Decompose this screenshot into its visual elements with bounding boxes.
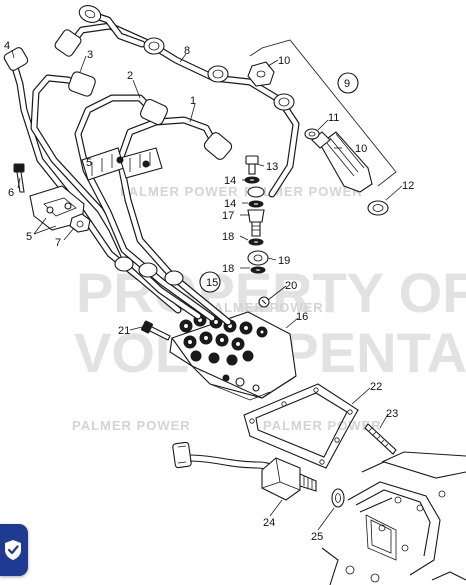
callout-7: 7 <box>55 237 61 249</box>
pipe-union-nuts <box>3 5 295 286</box>
sensor-with-cable <box>172 441 317 501</box>
callout-1: 1 <box>190 95 196 107</box>
plug <box>258 296 270 308</box>
sealing-washer <box>331 488 345 508</box>
callout-2: 2 <box>127 70 133 82</box>
gasket <box>243 383 359 469</box>
callout-23: 23 <box>386 408 398 420</box>
callout-9: 9 <box>344 78 350 90</box>
callout-12: 12 <box>402 180 414 192</box>
callout-18a: 18 <box>222 231 234 243</box>
stud <box>364 423 397 455</box>
callout-8: 8 <box>184 45 190 57</box>
callout-14a: 14 <box>224 175 236 187</box>
callout-10b: 10 <box>355 143 367 155</box>
callout-10a: 10 <box>278 55 290 67</box>
injector-seal <box>304 128 320 140</box>
callout-24: 24 <box>263 517 275 529</box>
callout-13: 13 <box>266 161 278 173</box>
callout-6: 6 <box>8 187 14 199</box>
mounting-bracket <box>29 185 85 231</box>
callout-18b: 18 <box>222 263 234 275</box>
screw <box>13 163 25 193</box>
callout-22: 22 <box>370 381 382 393</box>
injector-washer <box>367 200 389 216</box>
verified-badge[interactable] <box>0 524 28 576</box>
watermark-brand-4: PALMER POWER <box>72 418 191 433</box>
watermark-brand-1: PALMER POWER <box>120 184 239 199</box>
callout-19: 19 <box>278 255 290 267</box>
callout-20: 20 <box>285 280 297 292</box>
callout-21: 21 <box>118 325 130 337</box>
callout-circle-9 <box>337 72 359 94</box>
banjo-bolt-assembly <box>244 155 269 274</box>
engine-block-outline <box>321 451 466 585</box>
callout-circle-15 <box>199 271 221 293</box>
pipe-clamps <box>81 147 163 181</box>
callout-4: 4 <box>4 40 10 52</box>
callout-3: 3 <box>87 49 93 61</box>
callout-16: 16 <box>296 311 308 323</box>
leader-lines <box>11 49 403 531</box>
callout-11: 11 <box>328 112 339 124</box>
callout-14b: 14 <box>224 198 236 210</box>
shield-check-icon <box>5 540 21 560</box>
injector <box>311 131 373 193</box>
callout-17: 17 <box>222 210 234 222</box>
bolt <box>141 320 171 341</box>
callout-5b: 5 <box>86 157 92 169</box>
callout-5a: 5 <box>26 231 32 243</box>
injector-group-box <box>249 39 397 187</box>
nut <box>69 213 91 233</box>
callout-15: 15 <box>206 277 218 289</box>
injector-nut <box>247 61 275 87</box>
callout-25: 25 <box>311 531 323 543</box>
watermark-brand-5: PALMER POWER <box>263 418 382 433</box>
